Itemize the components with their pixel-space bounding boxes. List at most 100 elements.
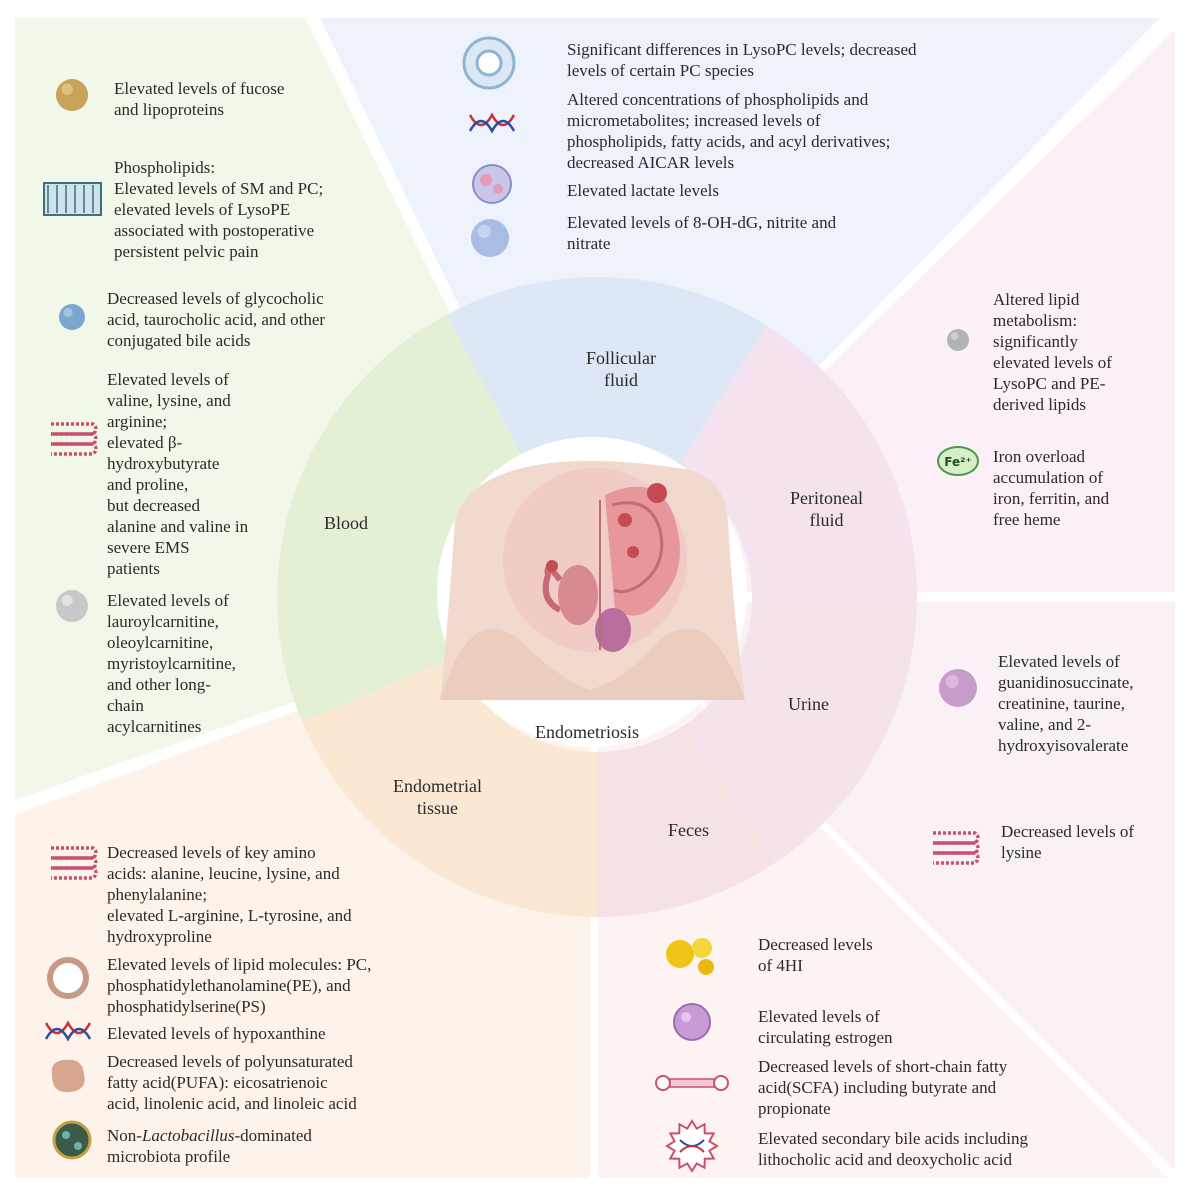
pelvis-illustration [437,437,747,747]
spiky-dna-icon [665,1119,719,1173]
iron-badge-text: Fe²⁺ [944,455,971,469]
bladder-icon [595,608,631,652]
segment-label-line: fluid [604,370,638,390]
finding-text-line: elevated levels of [993,353,1112,372]
finding-text-line: phenylalanine; [107,885,208,904]
finding-text-line: metabolism: [993,311,1078,330]
finding-text-line: and proline, [107,475,189,494]
finding-text-line: arginine; [107,412,168,431]
finding-text-line: phospholipids, fatty acids, and acyl der… [567,132,891,151]
endometrial-finding-3: Elevated levels of hypoxanthine [107,1023,447,1044]
follicular-finding-2: Altered concentrations of phospholipids … [567,89,1007,173]
finding-text-line: hydroxybutyrate [107,454,220,473]
finding-text-line: chain [107,696,144,715]
finding-text-line: alanine and valine in [107,517,249,536]
finding-text-line: elevated β- [107,433,183,452]
finding-text-line: Altered concentrations of phospholipids … [567,90,869,109]
finding-text-line: nitrate [567,234,611,253]
segment-label-line: fluid [809,510,844,530]
endometrial-finding-2: Elevated levels of lipid molecules: PC,p… [107,954,447,1017]
finding-text-line: acids: alanine, leucine, lysine, and [107,864,340,883]
blue-sphere-icon [471,219,509,257]
uterus-icon [558,565,598,625]
segment-label-line: tissue [416,798,458,818]
finding-text-line: accumulation of [993,468,1103,487]
finding-text-line: Altered lipid [993,290,1080,309]
follicular-finding-1: Significant differences in LysoPC levels… [567,39,1007,81]
feces-sector [597,725,776,918]
finding-text-line: significantly [993,332,1078,351]
dumbbell-icon [655,1075,729,1091]
purple-sphere-icon [939,669,977,707]
finding-text-line: Elevated levels of [107,591,229,610]
gray-sphere-icon [947,329,969,351]
blood-sector [277,314,525,723]
finding-text-line: oleoylcarnitine, [107,633,214,652]
icons-layer: Fe²⁺ [43,36,980,1173]
finding-text-line: elevated levels of LysoPE [114,200,291,219]
finding-text-line: acylcarnitines [107,717,202,736]
finding-text-line: conjugated bile acids [107,331,251,350]
finding-text-line: Elevated levels of 8-OH-dG, nitrite and [567,213,837,232]
finding-text-line: LysoPC and PE- [993,374,1106,393]
italic-genus-name: Lactobacillus [141,1126,235,1145]
lipid-bilayer-icon [43,182,102,216]
pufa-blob-icon [51,1059,85,1093]
finding-text-line: Elevated levels of [998,652,1120,671]
finding-text-line: Elevated levels of [758,1007,880,1026]
intestine-folds [611,501,664,594]
finding-text-line: persistent pelvic pain [114,242,259,261]
finding-text-line: lysine [1001,843,1042,862]
finding-text-line: decreased AICAR levels [567,153,735,172]
lesion-icon [647,483,667,503]
follicular-finding-4: Elevated levels of 8-OH-dG, nitrite and n… [567,212,1007,254]
finding-text-line: Elevated levels of [107,370,229,389]
yellow-molecule-icon [666,938,714,975]
dna-icon [44,1020,92,1042]
finding-text-line: valine, and 2- [998,715,1091,734]
finding-text-line: associated with postoperative [114,221,315,240]
segment-label-feces: Feces [668,819,709,841]
endometrial-tissue-sector [302,657,597,917]
finding-text-line: myristoylcarnitine, [107,654,236,673]
finding-text-line: but decreased [107,496,200,515]
finding-text-line: Significant differences in LysoPC levels… [567,40,917,59]
segment-label-line: Follicular [586,348,656,368]
finding-text-line: Elevated levels of hypoxanthine [107,1024,326,1043]
finding-text-line: creatinine, taurine, [998,694,1125,713]
finding-text-line: patients [107,559,160,578]
segment-label-blood: Blood [324,512,368,534]
segment-label-line: Endometriosis [535,722,639,742]
finding-text-line: lithocholic acid and deoxycholic acid [758,1150,1012,1169]
cell-cluster-icon [472,164,512,204]
finding-text-line: Elevated levels of fucose [114,79,285,98]
finding-text-line: Elevated lactate levels [567,181,719,200]
finding-text-line: acid(SCFA) including butyrate and [758,1078,997,1097]
finding-text-line: Iron overload [993,447,1086,466]
finding-text-line: microbiota profile [107,1146,312,1167]
finding-text-line: levels of certain PC species [567,61,754,80]
urine-finding-1: Elevated levels of guanidinosuccinate, cre… [998,651,1178,756]
finding-text-line: guanidinosuccinate, [998,673,1134,692]
finding-text-line: Elevated levels of lipid molecules: PC, [107,955,372,974]
feces-finding-1: Decreased levels of 4HI [758,934,958,976]
segment-label-line: Blood [324,513,369,533]
finding-text-line: of 4HI [758,956,803,975]
text-run: Non- [107,1126,142,1145]
center-label-endometriosis: Endometriosis [535,721,639,743]
follicular-fluid-sector [446,277,767,466]
finding-text-line: derived lipids [993,395,1087,414]
finding-text-line: Decreased levels [758,935,873,954]
